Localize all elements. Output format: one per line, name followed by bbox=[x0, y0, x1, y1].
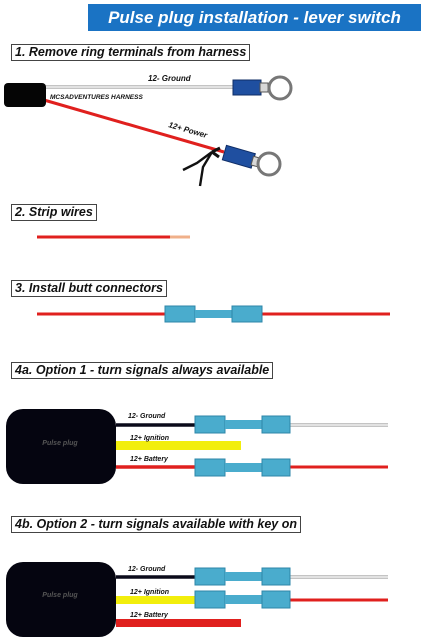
step-3-heading: 3. Install butt connectors bbox=[11, 280, 167, 297]
step-1-heading: 1. Remove ring terminals from harness bbox=[11, 44, 251, 61]
ignition-label: 12+ Ignition bbox=[130, 435, 169, 442]
page-title: Pulse plug installation - lever switch bbox=[88, 4, 421, 31]
ignition-wire bbox=[116, 441, 241, 450]
pulse-plug-box bbox=[6, 562, 116, 637]
step-2-heading: 2. Strip wires bbox=[11, 204, 97, 221]
ground-ring-terminal-sleeve bbox=[232, 79, 262, 96]
ground-label: 12- Ground bbox=[128, 413, 166, 420]
wire-cutter-icon bbox=[182, 146, 221, 187]
ground-label: 12- Ground bbox=[148, 74, 192, 83]
ground-ring-icon bbox=[267, 75, 293, 101]
power-ring-icon bbox=[256, 151, 282, 177]
battery-label: 12+ Battery bbox=[130, 612, 169, 619]
power-ring-terminal-sleeve bbox=[221, 144, 256, 169]
step-4a-heading: 4a. Option 1 - turn signals always avail… bbox=[11, 362, 274, 379]
battery-wire bbox=[116, 619, 241, 627]
pulse-plug-label: Pulse plug bbox=[42, 440, 78, 447]
butt-connector-demo bbox=[37, 305, 390, 323]
harness-connector bbox=[4, 83, 46, 107]
harness-diagram: 12- Ground 12+ Power MCSADVENTURES HARNE… bbox=[4, 74, 293, 187]
step-4b-heading: 4b. Option 2 - turn signals available wi… bbox=[11, 516, 302, 533]
ignition-label: 12+ Ignition bbox=[130, 589, 169, 596]
pulse-plug-label: Pulse plug bbox=[42, 592, 78, 599]
ignition-wire bbox=[116, 596, 195, 604]
ground-label: 12- Ground bbox=[128, 566, 166, 573]
harness-name: MCSADVENTURES HARNESS bbox=[50, 94, 143, 101]
battery-label: 12+ Battery bbox=[130, 456, 169, 463]
pulse-plug-box bbox=[6, 409, 116, 484]
option-1-diagram: Pulse plug 12- Ground 12+ Ignition 12+ B… bbox=[6, 409, 388, 484]
power-wire bbox=[43, 98, 225, 154]
option-2-diagram: Pulse plug 12- Ground 12+ Ignition 12+ B… bbox=[6, 562, 388, 637]
